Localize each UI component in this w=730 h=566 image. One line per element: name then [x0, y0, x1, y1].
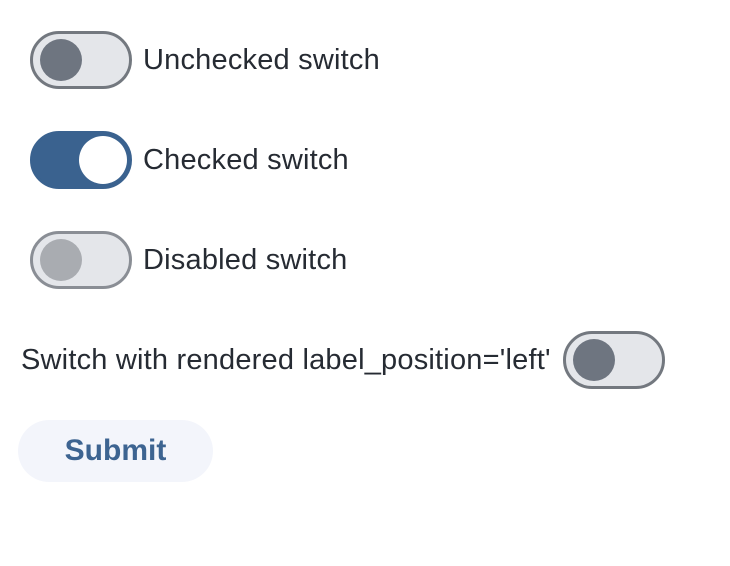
switch-row-disabled: Disabled switch	[30, 231, 730, 289]
disabled-switch	[30, 231, 132, 289]
switch-knob	[40, 39, 82, 81]
submit-button[interactable]: Submit	[18, 420, 213, 482]
switch-row-unchecked: Unchecked switch	[30, 31, 730, 89]
checked-switch[interactable]	[30, 131, 132, 189]
switch-knob	[572, 339, 615, 381]
switch-label: Disabled switch	[143, 243, 348, 276]
switch-label: Checked switch	[143, 143, 349, 176]
switch-label: Unchecked switch	[143, 43, 380, 76]
label-left-switch[interactable]	[562, 331, 665, 389]
unchecked-switch[interactable]	[30, 31, 132, 89]
switch-label: Switch with rendered label_position='lef…	[21, 343, 551, 376]
switch-knob	[40, 239, 82, 281]
submit-row: Submit	[18, 420, 730, 482]
switch-row-checked: Checked switch	[30, 131, 730, 189]
switch-knob	[79, 136, 127, 184]
switch-row-label-left: Switch with rendered label_position='lef…	[21, 331, 730, 389]
